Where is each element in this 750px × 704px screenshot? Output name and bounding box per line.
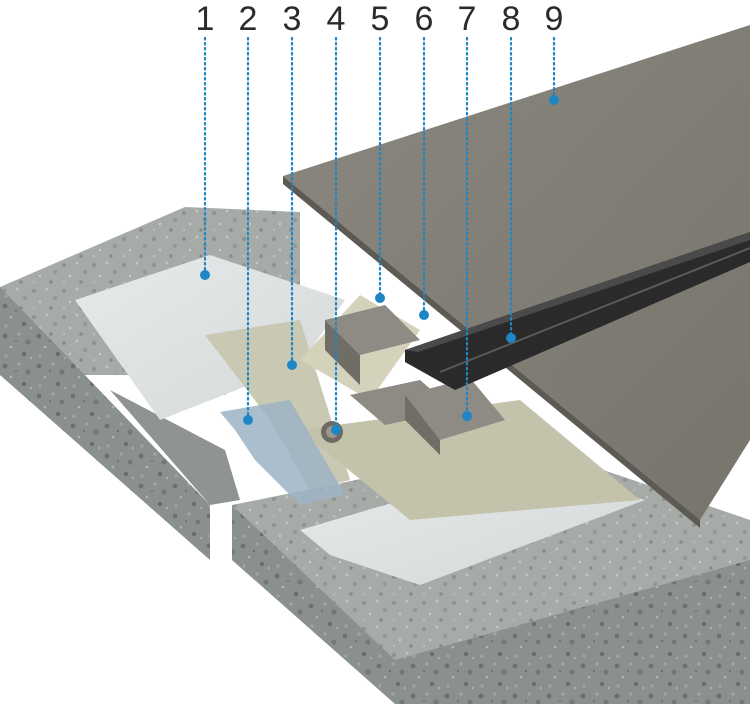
support-blocks xyxy=(325,305,505,455)
flexible-sealing-strip xyxy=(220,400,345,505)
target-dot-5 xyxy=(375,293,385,303)
target-dot-6 xyxy=(419,310,429,320)
label-leaders xyxy=(200,36,559,435)
rubber-profile xyxy=(405,232,750,390)
target-dot-2 xyxy=(243,415,253,425)
label-number-8: 8 xyxy=(502,0,521,38)
label-number-6: 6 xyxy=(415,0,434,38)
label-number-9: 9 xyxy=(545,0,564,38)
target-dot-3 xyxy=(287,360,297,370)
target-dot-4 xyxy=(331,425,341,435)
label-number-4: 4 xyxy=(327,0,346,38)
label-number-7: 7 xyxy=(458,0,477,38)
label-number-1: 1 xyxy=(196,0,215,38)
label-number-5: 5 xyxy=(371,0,390,38)
target-dot-8 xyxy=(506,333,516,343)
target-dot-1 xyxy=(200,270,210,280)
target-dot-9 xyxy=(549,95,559,105)
label-number-2: 2 xyxy=(239,0,258,38)
label-number-3: 3 xyxy=(283,0,302,38)
target-dot-7 xyxy=(462,411,472,421)
